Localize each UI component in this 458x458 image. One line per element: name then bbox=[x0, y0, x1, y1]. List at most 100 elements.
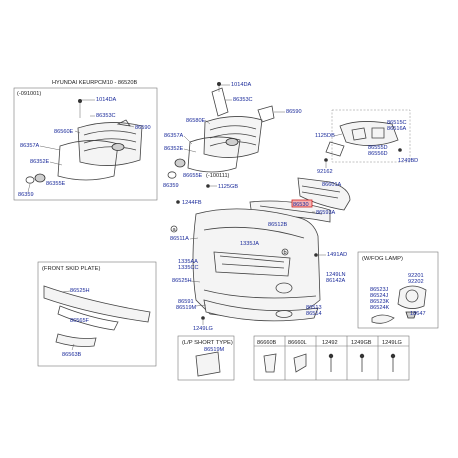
front-skid-plate bbox=[43, 285, 151, 347]
label-1125gb: 1125GB bbox=[218, 184, 238, 190]
label-1125db: 1125DB bbox=[315, 133, 335, 139]
label-86523j: 86523J bbox=[370, 287, 389, 293]
parts-table-code-2: 86660L bbox=[288, 340, 307, 346]
label-86513: 86513 bbox=[306, 305, 322, 311]
label-86601a: 86601A bbox=[322, 182, 342, 188]
parts-table-code-3: 12492 bbox=[322, 340, 338, 346]
label-86560e: 86560E bbox=[54, 129, 74, 135]
bolt-1491ad bbox=[314, 253, 318, 257]
parts-table-icon-5 bbox=[390, 353, 396, 372]
label-86556d: 86556D bbox=[368, 151, 388, 157]
label-92202: 92202 bbox=[408, 279, 424, 285]
label-date-range: (-100111) bbox=[206, 173, 230, 179]
bolt-1249bd bbox=[398, 148, 402, 152]
bolt-1014da-center bbox=[217, 82, 221, 92]
label-1249ln: 1249LN bbox=[326, 272, 346, 278]
label-1249bd: 1249BD bbox=[398, 158, 418, 164]
parts-table-icon-4 bbox=[359, 353, 365, 372]
label-86524j: 86524J bbox=[370, 293, 389, 299]
label-1249lg-main: 1249LG bbox=[193, 326, 213, 332]
label-86590-a: 86590 bbox=[135, 125, 151, 131]
fog-lamp-assembly bbox=[371, 285, 427, 324]
label-86515c: 86515C bbox=[387, 120, 407, 126]
label-86593a: 86593A bbox=[316, 210, 336, 216]
parts-table-code-5: 1249LG bbox=[382, 340, 402, 346]
bracket-area-frame bbox=[331, 109, 411, 163]
lp-short-frame bbox=[177, 335, 235, 381]
skid-plate-title: (FRONT SKID PLATE) bbox=[42, 266, 100, 272]
label-1335cc: 1335CC bbox=[178, 265, 199, 271]
label-86519m-box: 86519M bbox=[204, 347, 225, 353]
parts-table-icon-1 bbox=[263, 353, 277, 373]
label-1014da-b: 1014DA bbox=[231, 82, 251, 88]
variant-early-label: (-091001) bbox=[17, 91, 41, 97]
grille-variant-frame bbox=[13, 87, 158, 201]
label-86516a: 86516A bbox=[387, 126, 407, 132]
callout-a: a bbox=[173, 227, 177, 233]
label-86359-a: 86359 bbox=[18, 192, 34, 198]
label-86590-b: 86590 bbox=[286, 109, 302, 115]
parts-table bbox=[253, 335, 410, 381]
label-86591: 86591 bbox=[178, 299, 194, 305]
diagram-title: HYUNDAI KEURPCM10 - 86520B bbox=[52, 80, 137, 86]
label-86524k: 86524K bbox=[370, 305, 390, 311]
lp-short-title: (L/P SHORT TYPE) bbox=[182, 340, 233, 346]
fog-lamp-title: (W/FOG LAMP) bbox=[362, 256, 403, 262]
label-86352e-b: 86352E bbox=[164, 146, 184, 152]
label-86514: 86514 bbox=[306, 311, 322, 317]
label-86357a-a: 86357A bbox=[20, 143, 40, 149]
highlighted-part-86530[interactable] bbox=[291, 199, 313, 208]
label-86519m-main: 86519M bbox=[176, 305, 197, 311]
label-18647: 18647 bbox=[410, 311, 426, 317]
fog-lamp-frame bbox=[357, 251, 439, 329]
callout-circle-a bbox=[170, 225, 178, 233]
label-86565f: 86565F bbox=[70, 318, 90, 324]
label-86353c-b: 86353C bbox=[233, 97, 253, 103]
label-86355e-a: 86355E bbox=[46, 181, 66, 187]
bolt-1014da-left bbox=[78, 99, 82, 118]
parts-table-code-4: 1249GB bbox=[351, 340, 372, 346]
radiator-grille-center bbox=[187, 87, 275, 173]
label-1335aa: 1335AA bbox=[178, 259, 198, 265]
clip-86590-left bbox=[116, 119, 131, 127]
label-92162: 92162 bbox=[317, 169, 333, 175]
label-86563b: 86563B bbox=[62, 352, 82, 358]
bolt-1125gb bbox=[206, 184, 210, 188]
parts-table-icon-2 bbox=[293, 353, 307, 373]
bumper-bracket-right bbox=[325, 121, 399, 157]
label-86359-b: 86359 bbox=[163, 183, 179, 189]
label-86357a-b: 86357A bbox=[164, 133, 184, 139]
label-86353c-a: 86353C bbox=[96, 113, 116, 119]
label-86525h-box: 86525H bbox=[70, 288, 90, 294]
label-1244fb: 1244FB bbox=[182, 200, 202, 206]
label-1335ja: 1335JA bbox=[240, 241, 259, 247]
label-1014da-a: 1014DA bbox=[96, 97, 116, 103]
label-86555d: 86555D bbox=[368, 145, 388, 151]
bolt-1244fb bbox=[176, 200, 180, 204]
label-86352e-a: 86352E bbox=[30, 159, 50, 165]
front-bumper-cover bbox=[192, 208, 321, 321]
label-86580e: 86580E bbox=[186, 118, 206, 124]
label-86512b: 86512B bbox=[268, 222, 288, 228]
label-86511a: 86511A bbox=[170, 236, 189, 242]
emblem-center bbox=[167, 158, 186, 179]
parts-table-icon-3 bbox=[328, 353, 334, 372]
label-86655e: 86655E bbox=[183, 173, 203, 179]
bumper-lower-trim bbox=[203, 299, 319, 322]
parts-table-code-1: 86660B bbox=[257, 340, 277, 346]
emblem-left bbox=[25, 173, 46, 184]
license-plate-bracket-short bbox=[195, 351, 221, 377]
skid-plate-frame bbox=[37, 261, 157, 367]
label-92201: 92201 bbox=[408, 273, 424, 279]
bolt-1249lg-main bbox=[201, 316, 205, 320]
label-86530-highlighted[interactable]: 86530 bbox=[293, 202, 309, 208]
callout-circle-b bbox=[281, 248, 289, 256]
label-86142a: 86142A bbox=[326, 278, 346, 284]
label-86525h-main: 86525H bbox=[172, 278, 192, 284]
bolt-92162 bbox=[324, 158, 328, 162]
label-86523k: 86523K bbox=[370, 299, 390, 305]
label-1491ad: 1491AD bbox=[327, 252, 347, 258]
callout-b: b bbox=[284, 250, 287, 256]
radiator-grille-left bbox=[57, 122, 143, 181]
